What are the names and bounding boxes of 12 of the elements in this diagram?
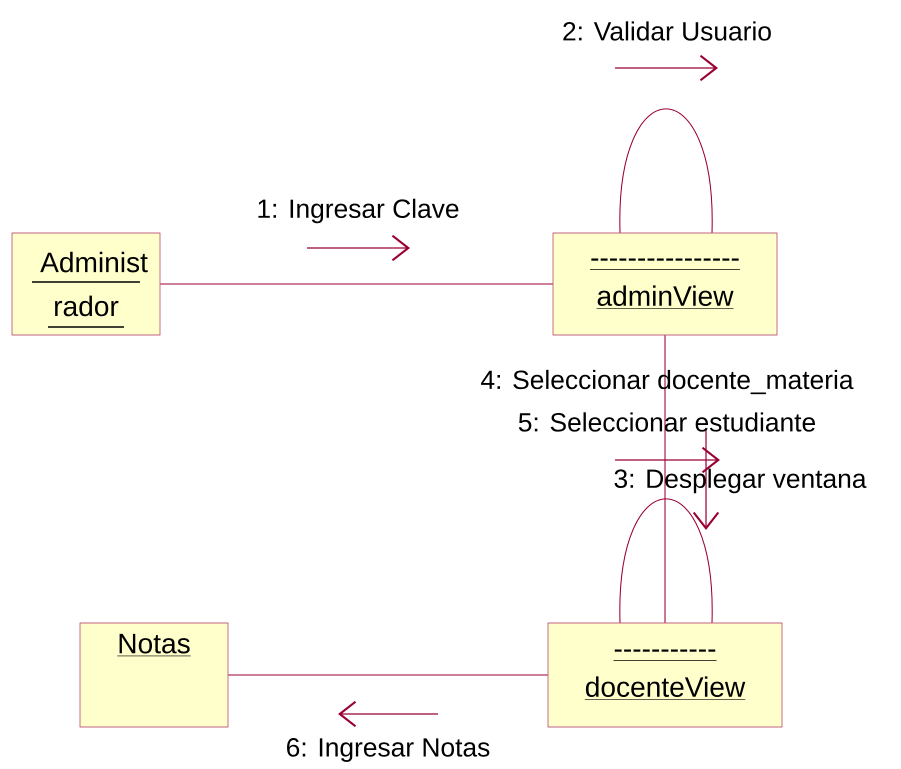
object-box: ---------------- adminView (552, 232, 778, 336)
link-line (228, 674, 548, 676)
self-loop (619, 108, 713, 233)
object-box: Notas (80, 622, 228, 728)
message-label: 6: Ingresar Notas (287, 738, 490, 762)
link-line (160, 283, 553, 285)
message-label: 1: Ingresar Clave (258, 198, 458, 224)
object-box: ----------- docenteView (548, 622, 782, 728)
self-loop (619, 498, 713, 623)
link-line (664, 335, 666, 623)
object-box: Administ rador (12, 232, 160, 336)
message-label: 2: Validar Usuario (563, 21, 771, 41)
